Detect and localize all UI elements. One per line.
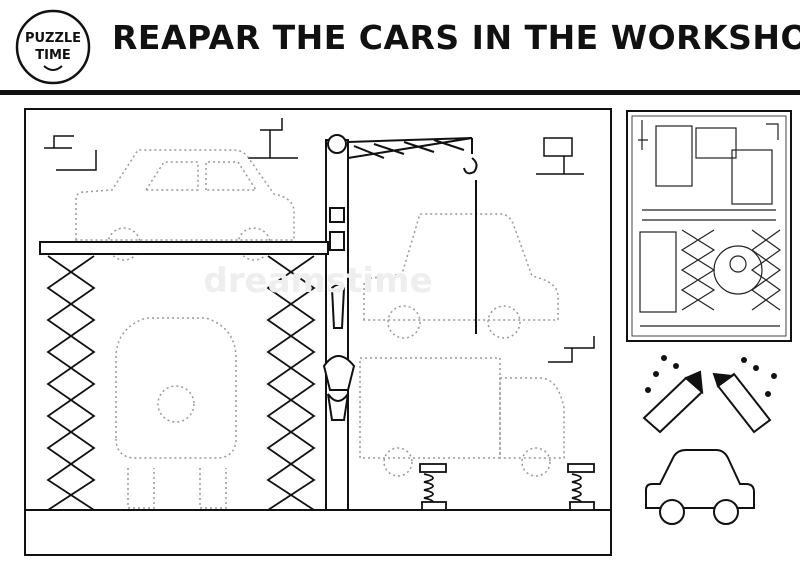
reference-picture	[626, 110, 792, 342]
car-outline	[640, 448, 758, 532]
puzzle-time-logo: PUZZLE TIME	[14, 8, 92, 86]
page-title: REAPAR THE CARS IN THE WORKSHOP	[112, 18, 800, 57]
delivery-truck	[359, 357, 565, 477]
springs	[419, 463, 595, 511]
watermark: dreamstime	[203, 261, 432, 301]
reference-picture-icon	[626, 110, 792, 342]
crane	[322, 134, 478, 511]
logo-line1: PUZZLE	[25, 31, 81, 46]
logo-line2: TIME	[35, 48, 71, 63]
pencils	[626, 352, 796, 438]
dotted-car-middle	[363, 213, 559, 339]
scissor-lift-right	[266, 255, 316, 511]
brick-patches	[44, 118, 595, 363]
pencils-icon	[642, 355, 777, 434]
car-outline-icon	[645, 449, 755, 525]
title-divider	[0, 90, 800, 95]
workshop-scene: dreamstime	[24, 108, 612, 556]
scissor-lift-left	[46, 255, 96, 511]
lift-bar	[39, 241, 329, 255]
front-car-on-lift	[115, 317, 237, 509]
